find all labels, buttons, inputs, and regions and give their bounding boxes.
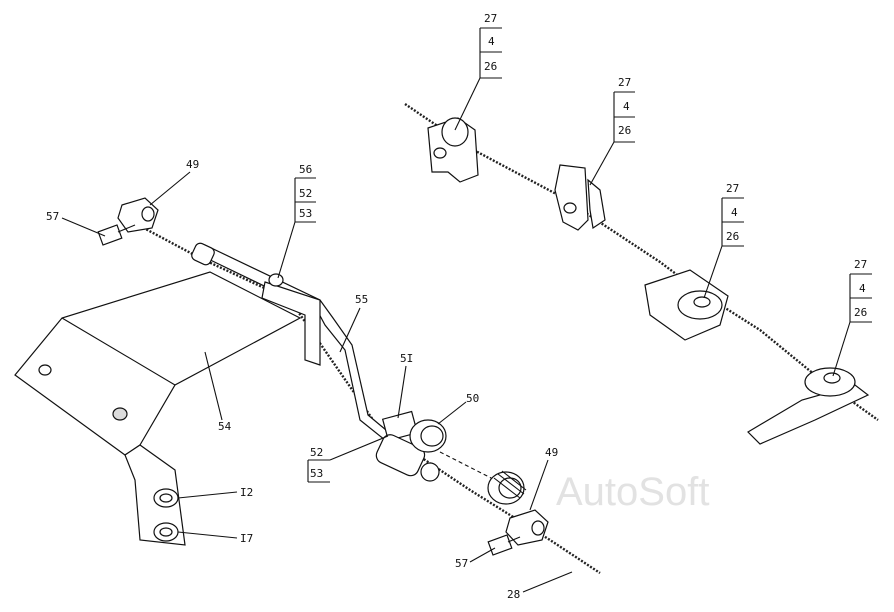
rod-sleeve <box>191 242 215 266</box>
part-number-label: 27 <box>484 12 497 25</box>
part-number-label: 27 <box>726 182 739 195</box>
part-number-label: 55 <box>355 293 368 306</box>
callout-27-4-26-b: 27 4 26 <box>589 76 635 186</box>
pulley-bracket-1 <box>427 117 479 183</box>
cable-clamp-49-upper <box>97 197 159 246</box>
part-number-label: 28 <box>507 588 520 601</box>
part-number-label: 26 <box>854 306 867 319</box>
callout-17: I7 <box>177 531 253 545</box>
pulley-bracket-2 <box>554 164 606 231</box>
part-number-label: 27 <box>854 258 867 271</box>
callout-27-4-26-c: 27 4 26 <box>703 182 744 299</box>
callout-27-4-26-a: 27 4 26 <box>454 12 502 131</box>
callout-56-52-53: 56 52 53 <box>277 163 316 279</box>
part-number-label: 5I <box>400 352 413 365</box>
part-number-label: 49 <box>186 158 199 171</box>
part-number-label: 4 <box>859 282 866 295</box>
callout-27-4-26-d: 27 4 26 <box>832 258 872 377</box>
callout-55: 55 <box>339 293 368 353</box>
part-number-label: 4 <box>488 35 495 48</box>
part-number-label: 52 <box>299 187 312 200</box>
part-number-label: 4 <box>731 206 738 219</box>
pulley-bracket-3 <box>644 269 729 341</box>
washer-17 <box>153 522 179 542</box>
part-number-label: 4 <box>623 100 630 113</box>
part-number-label: 26 <box>726 230 739 243</box>
watermark: AutoSoft <box>556 470 709 514</box>
part-number-label: 27 <box>618 76 631 89</box>
nut-12 <box>153 488 179 508</box>
part-number-label: 53 <box>299 207 312 220</box>
callout-52-53-lower: 52 53 <box>307 435 389 483</box>
part-number-label: 56 <box>299 163 312 176</box>
cable-sleeve-50 <box>409 419 496 481</box>
spring <box>487 470 527 505</box>
part-number-label: 57 <box>455 557 468 570</box>
part-number-label: 26 <box>618 124 631 137</box>
clamp-bracket-56 <box>261 273 321 366</box>
part-number-label: 26 <box>484 60 497 73</box>
part-number-label: 53 <box>310 467 323 480</box>
callout-49-upper: 49 <box>149 158 199 206</box>
part-number-label: 49 <box>545 446 558 459</box>
callout-51: 5I <box>397 352 413 419</box>
callout-57-lower: 57 <box>455 547 496 570</box>
callout-12: I2 <box>177 486 253 499</box>
part-number-label: I2 <box>240 486 253 499</box>
part-number-label: 50 <box>466 392 479 405</box>
callout-50: 50 <box>437 392 479 425</box>
callout-49-lower: 49 <box>529 446 558 511</box>
part-number-label: 57 <box>46 210 59 223</box>
pulley-bracket-4 <box>747 367 870 445</box>
callout-54: 54 <box>204 351 232 433</box>
cable-clamp-49-lower <box>487 509 549 556</box>
part-number-label: 52 <box>310 446 323 459</box>
callout-57-upper: 57 <box>46 210 106 237</box>
part-number-label: 54 <box>218 420 232 433</box>
part-number-label: I7 <box>240 532 253 545</box>
callout-28: 28 <box>507 571 573 601</box>
